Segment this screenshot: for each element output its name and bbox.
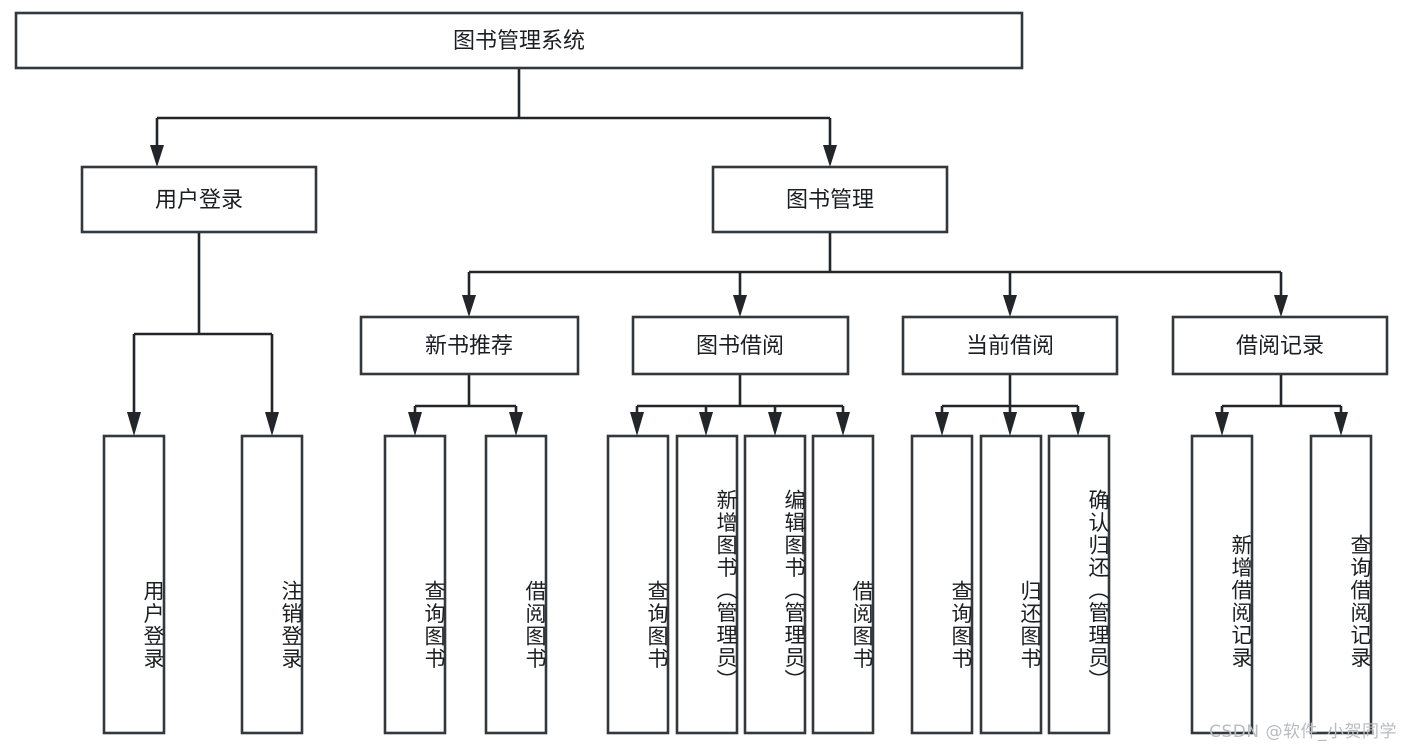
- node-new-book-recommend-label: 新书推荐: [425, 334, 513, 359]
- root-node-label: 图书管理系统: [453, 29, 585, 54]
- node-borrow-record-label: 借阅记录: [1236, 334, 1324, 359]
- root-node[interactable]: 图书管理系统: [14, 11, 1024, 70]
- connector-bookmgmt-to-level3: [462, 232, 1288, 317]
- node-current-borrow-label: 当前借阅: [966, 334, 1054, 359]
- node-user-login[interactable]: 用户登录: [80, 165, 318, 234]
- leaf-query-book-recommend[interactable]: [383, 434, 447, 735]
- connector-userlogin-to-leaves: [127, 232, 279, 436]
- leaf-confirm-return-admin[interactable]: [1047, 434, 1111, 735]
- connector-currentborrow-to-leaves: [935, 374, 1085, 436]
- leaf-borrow-book[interactable]: [811, 434, 875, 735]
- leaf-borrow-book-recommend[interactable]: [484, 434, 548, 735]
- node-book-borrow-label: 图书借阅: [696, 334, 784, 359]
- leaf-query-book-current[interactable]: [910, 434, 974, 735]
- node-new-book-recommend[interactable]: 新书推荐: [359, 315, 580, 376]
- node-borrow-record[interactable]: 借阅记录: [1171, 315, 1389, 376]
- leaf-add-book-admin[interactable]: [675, 434, 739, 735]
- leaf-add-borrow-record[interactable]: [1190, 434, 1254, 735]
- connector-bookborrow-to-leaves: [630, 374, 850, 436]
- node-book-borrow[interactable]: 图书借阅: [631, 315, 850, 376]
- leaf-return-book[interactable]: [979, 434, 1043, 735]
- leaf-user-logout[interactable]: [240, 434, 304, 735]
- node-current-borrow[interactable]: 当前借阅: [901, 315, 1119, 376]
- connector-root-to-level2: [150, 68, 837, 167]
- connector-borrowrecord-to-leaves: [1215, 374, 1348, 436]
- node-book-management-label: 图书管理: [786, 188, 874, 213]
- leaf-edit-book-admin[interactable]: [743, 434, 807, 735]
- leaf-user-login[interactable]: [102, 434, 166, 735]
- connector-newbook-to-leaves: [408, 374, 523, 436]
- leaf-query-book-borrow[interactable]: [606, 434, 670, 735]
- csdn-watermark: CSDN @软件_小贺同学: [1209, 722, 1397, 742]
- leaf-query-borrow-record[interactable]: [1309, 434, 1373, 735]
- node-book-management[interactable]: 图书管理: [711, 165, 949, 234]
- node-user-login-label: 用户登录: [155, 188, 243, 213]
